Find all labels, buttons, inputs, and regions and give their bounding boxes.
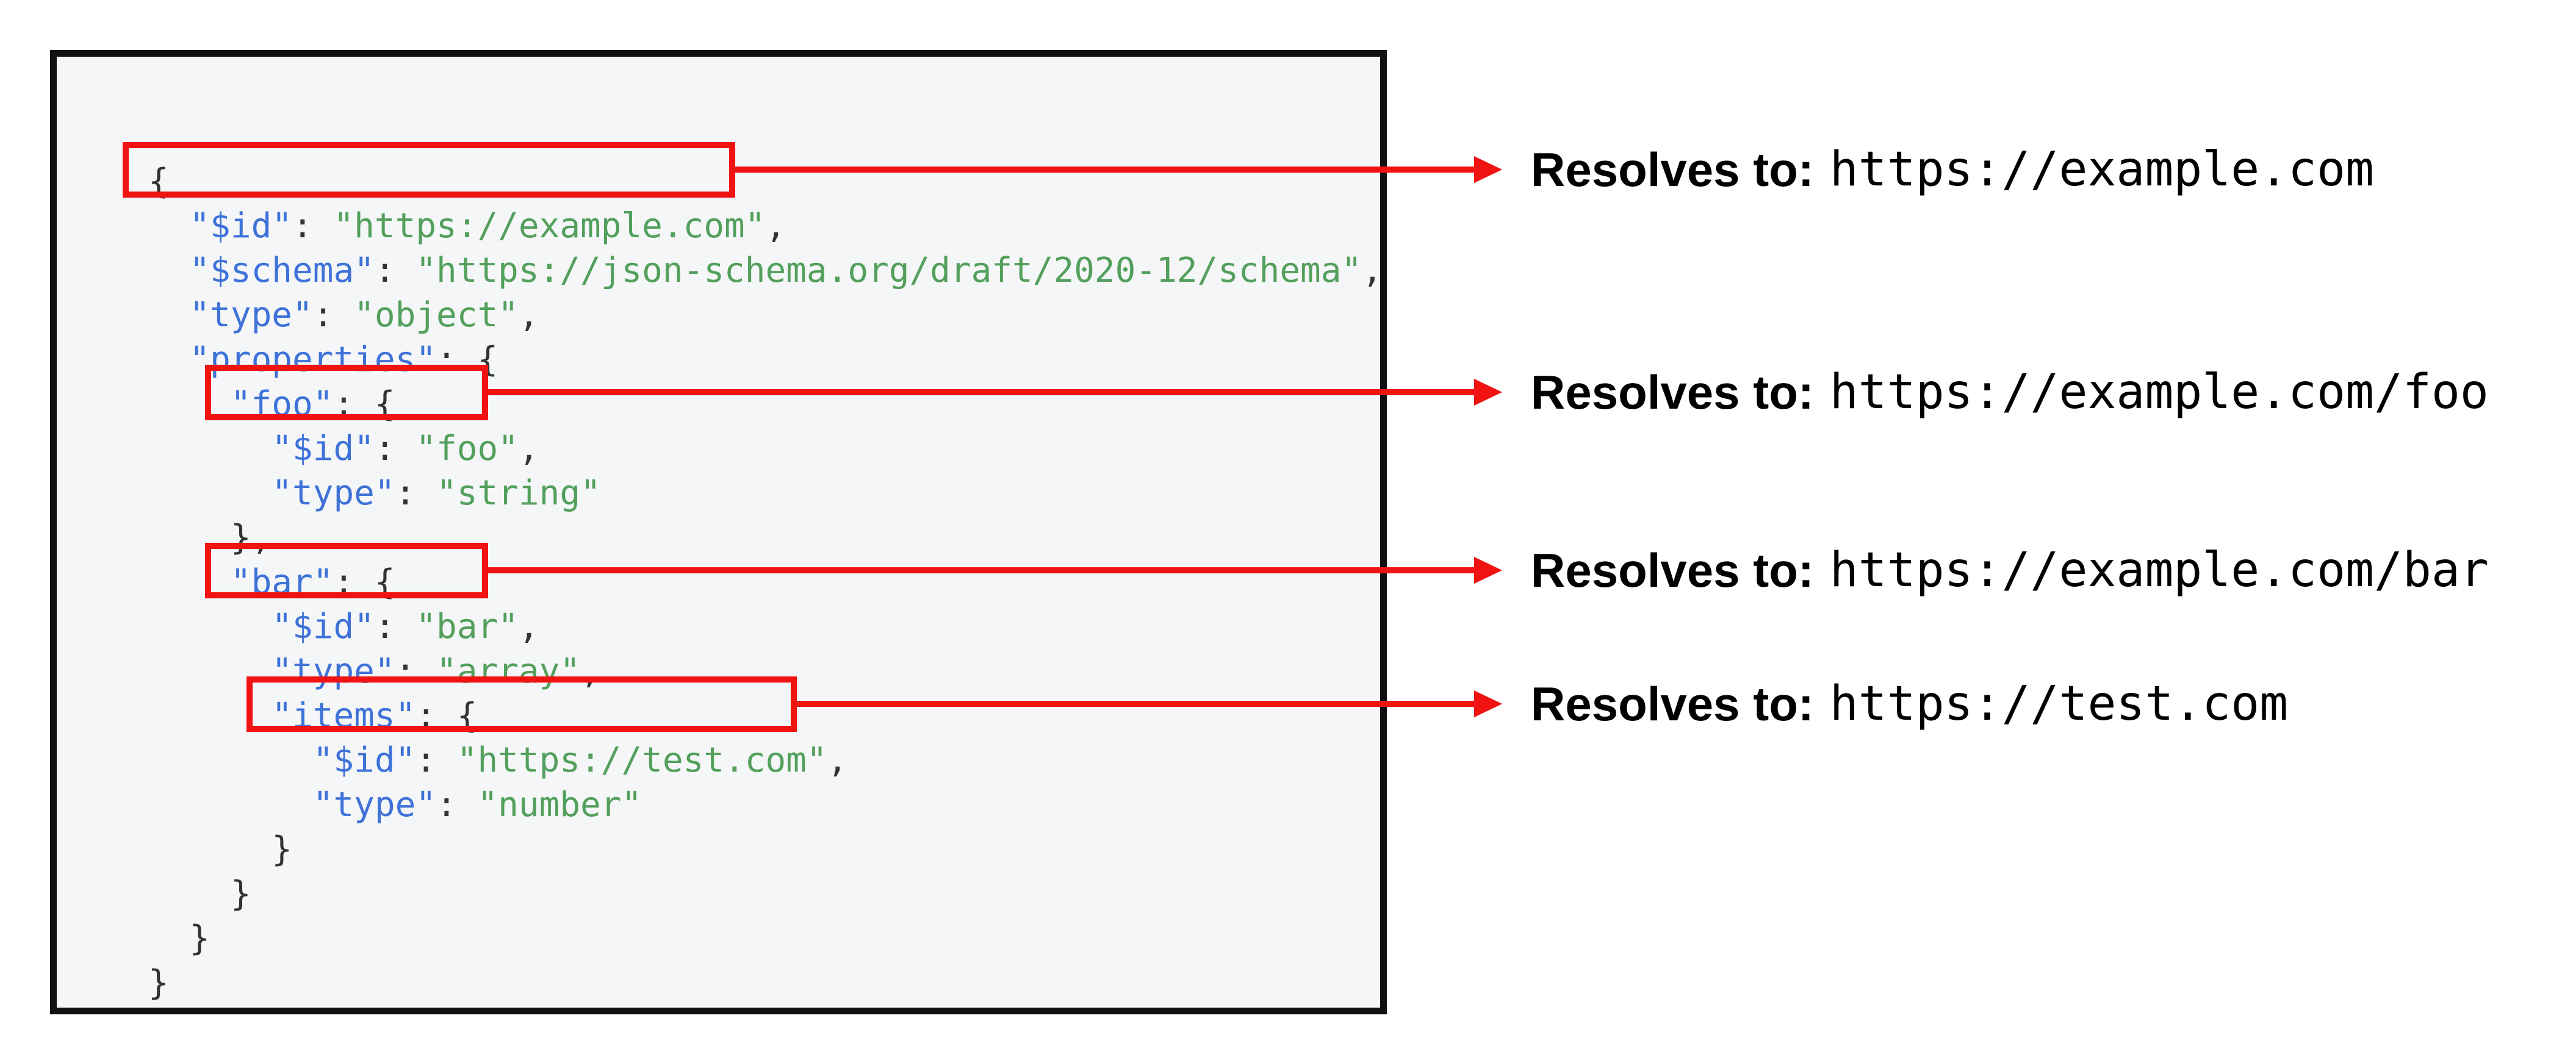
code-line-9: },: [148, 515, 1383, 560]
json-punctuation-token: : {: [333, 562, 395, 602]
json-punctuation-token: :: [416, 740, 457, 780]
json-punctuation-token: [148, 384, 231, 424]
json-punctuation-token: [148, 607, 272, 647]
resolved-url: https://example.com: [1829, 142, 2375, 197]
code-line-3: "$schema": "https://json-schema.org/draf…: [148, 248, 1383, 293]
json-punctuation-token: }: [148, 830, 293, 869]
json-key-token: "$id": [312, 740, 416, 780]
json-punctuation-token: ,: [580, 651, 601, 691]
code-line-13: "items": {: [148, 694, 1383, 738]
code-line-7: "$id": "foo",: [148, 426, 1383, 471]
json-string-token: "array": [436, 651, 581, 691]
annotation-row-1: Resolves to: https://example.com: [1531, 136, 2374, 203]
code-line-2: "$id": "https://example.com",: [148, 204, 1383, 248]
code-line-16: }: [148, 827, 1383, 872]
resolves-to-label: Resolves to:: [1531, 543, 1814, 597]
json-punctuation-token: [148, 473, 272, 513]
arrow-head-icon: [1474, 557, 1502, 584]
json-key-token: "$id": [272, 429, 375, 468]
json-punctuation-token: [148, 206, 189, 246]
code-line-15: "type": "number": [148, 783, 1383, 827]
code-line-8: "type": "string": [148, 471, 1383, 515]
json-key-token: "bar": [230, 562, 334, 602]
json-string-token: "string": [436, 473, 601, 513]
resolved-url: https://test.com: [1829, 676, 2289, 731]
json-string-token: "object": [354, 295, 519, 335]
json-string-token: "foo": [416, 429, 519, 468]
json-punctuation-token: : {: [333, 384, 395, 424]
json-string-token: "number": [477, 785, 642, 825]
json-punctuation-token: :: [312, 295, 354, 335]
annotation-row-4: Resolves to: https://test.com: [1531, 670, 2288, 737]
json-punctuation-token: [148, 696, 272, 736]
json-punctuation-token: :: [436, 785, 478, 825]
json-key-token: "foo": [230, 384, 334, 424]
json-punctuation-token: :: [374, 251, 416, 290]
arrow-head-icon: [1474, 379, 1502, 406]
code-line-12: "type": "array",: [148, 649, 1383, 694]
resolved-url: https://example.com/bar: [1829, 543, 2489, 598]
json-key-token: "type": [272, 651, 395, 691]
arrow-head-icon: [1474, 156, 1502, 183]
code-block: { "$id": "https://example.com", "$schema…: [148, 159, 1383, 1005]
code-line-17: }: [148, 872, 1383, 916]
json-punctuation-token: [148, 340, 189, 379]
json-key-token: "type": [312, 785, 437, 825]
json-punctuation-token: [148, 295, 189, 335]
json-key-token: "$id": [189, 206, 293, 246]
code-line-6: "foo": {: [148, 382, 1383, 426]
json-punctuation-token: ,: [518, 607, 539, 647]
json-punctuation-token: ,: [518, 429, 539, 468]
json-schema-code-panel: { "$id": "https://example.com", "$schema…: [50, 50, 1387, 1014]
json-punctuation-token: [148, 651, 272, 691]
json-string-token: "https://json-schema.org/draft/2020-12/s…: [416, 251, 1362, 290]
annotation-row-3: Resolves to: https://example.com/bar: [1531, 537, 2489, 604]
json-punctuation-token: :: [292, 206, 334, 246]
json-punctuation-token: : {: [436, 340, 498, 379]
code-line-10: "bar": {: [148, 560, 1383, 604]
json-key-token: "$id": [272, 607, 375, 647]
resolved-url: https://example.com/foo: [1829, 365, 2489, 420]
code-line-14: "$id": "https://test.com",: [148, 738, 1383, 783]
json-string-token: "bar": [416, 607, 519, 647]
json-punctuation-token: :: [374, 429, 416, 468]
json-punctuation-token: :: [395, 651, 437, 691]
code-line-18: }: [148, 916, 1383, 961]
json-punctuation-token: [148, 562, 231, 602]
resolves-to-label: Resolves to:: [1531, 676, 1814, 731]
json-string-token: "https://test.com": [456, 740, 827, 780]
json-punctuation-token: ,: [1362, 251, 1383, 290]
json-key-token: "type": [272, 473, 395, 513]
json-punctuation-token: :: [395, 473, 437, 513]
annotation-row-2: Resolves to: https://example.com/foo: [1531, 359, 2489, 426]
json-punctuation-token: : {: [416, 696, 478, 736]
json-punctuation-token: {: [148, 162, 169, 201]
json-punctuation-token: [148, 740, 313, 780]
arrow-head-icon: [1474, 690, 1502, 717]
code-line-4: "type": "object",: [148, 293, 1383, 337]
code-line-11: "$id": "bar",: [148, 604, 1383, 649]
resolves-to-label: Resolves to:: [1531, 365, 1814, 419]
json-punctuation-token: }: [148, 919, 210, 958]
json-key-token: "$schema": [189, 251, 375, 290]
json-punctuation-token: :: [374, 607, 416, 647]
json-punctuation-token: }: [148, 963, 169, 1003]
code-line-5: "properties": {: [148, 337, 1383, 382]
code-line-1: {: [148, 159, 1383, 204]
json-key-token: "properties": [189, 340, 437, 379]
resolves-to-label: Resolves to:: [1531, 142, 1814, 196]
json-string-token: "https://example.com": [333, 206, 766, 246]
json-punctuation-token: ,: [827, 740, 848, 780]
json-punctuation-token: },: [148, 518, 272, 557]
json-punctuation-token: }: [148, 874, 251, 914]
json-punctuation-token: [148, 429, 272, 468]
json-punctuation-token: [148, 251, 189, 290]
json-punctuation-token: ,: [518, 295, 539, 335]
json-key-token: "type": [189, 295, 313, 335]
json-punctuation-token: ,: [765, 206, 786, 246]
json-punctuation-token: [148, 785, 313, 825]
json-key-token: "items": [272, 696, 416, 736]
code-line-19: }: [148, 961, 1383, 1005]
